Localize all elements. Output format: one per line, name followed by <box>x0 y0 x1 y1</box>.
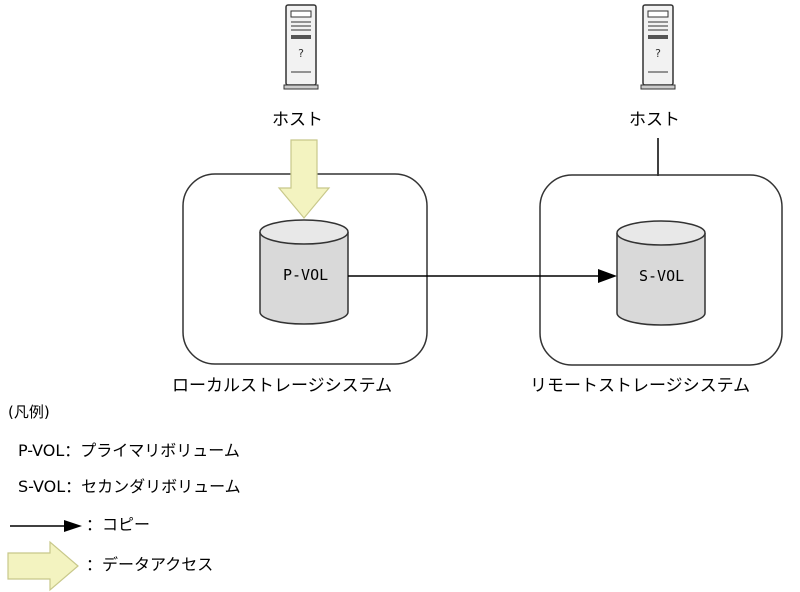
p-vol-label: P-VOL <box>283 266 329 284</box>
legend-data-access-arrow-icon <box>7 540 79 592</box>
legend-data-access-entry: ：データアクセス <box>86 555 214 574</box>
remote-storage-label: リモートストレージシステム <box>530 376 751 396</box>
local-host-server-icon: ? <box>283 4 319 90</box>
svg-text:?: ? <box>298 47 304 60</box>
s-vol-label: S-VOL <box>639 267 685 285</box>
local-storage-label: ローカルストレージシステム <box>172 376 393 396</box>
remote-host-label: ホスト <box>629 110 680 130</box>
legend-title: (凡例) <box>8 403 50 421</box>
remote-host-server-icon: ? <box>640 4 676 90</box>
copy-arrow-icon <box>348 269 617 283</box>
legend-copy-entry: ：コピー <box>86 515 151 534</box>
svg-text:?: ? <box>655 47 661 60</box>
p-vol-cylinder-icon <box>259 219 349 325</box>
local-host-label: ホスト <box>272 110 323 130</box>
legend-s-vol-entry: S-VOL：セカンダリボリューム <box>18 477 241 496</box>
legend-copy-arrow-icon <box>10 520 82 532</box>
remote-storage-system-box <box>539 174 783 366</box>
legend-p-vol-entry: P-VOL：プライマリボリューム <box>18 441 240 460</box>
s-vol-cylinder-icon <box>616 220 706 326</box>
data-access-arrow-icon <box>277 139 331 219</box>
